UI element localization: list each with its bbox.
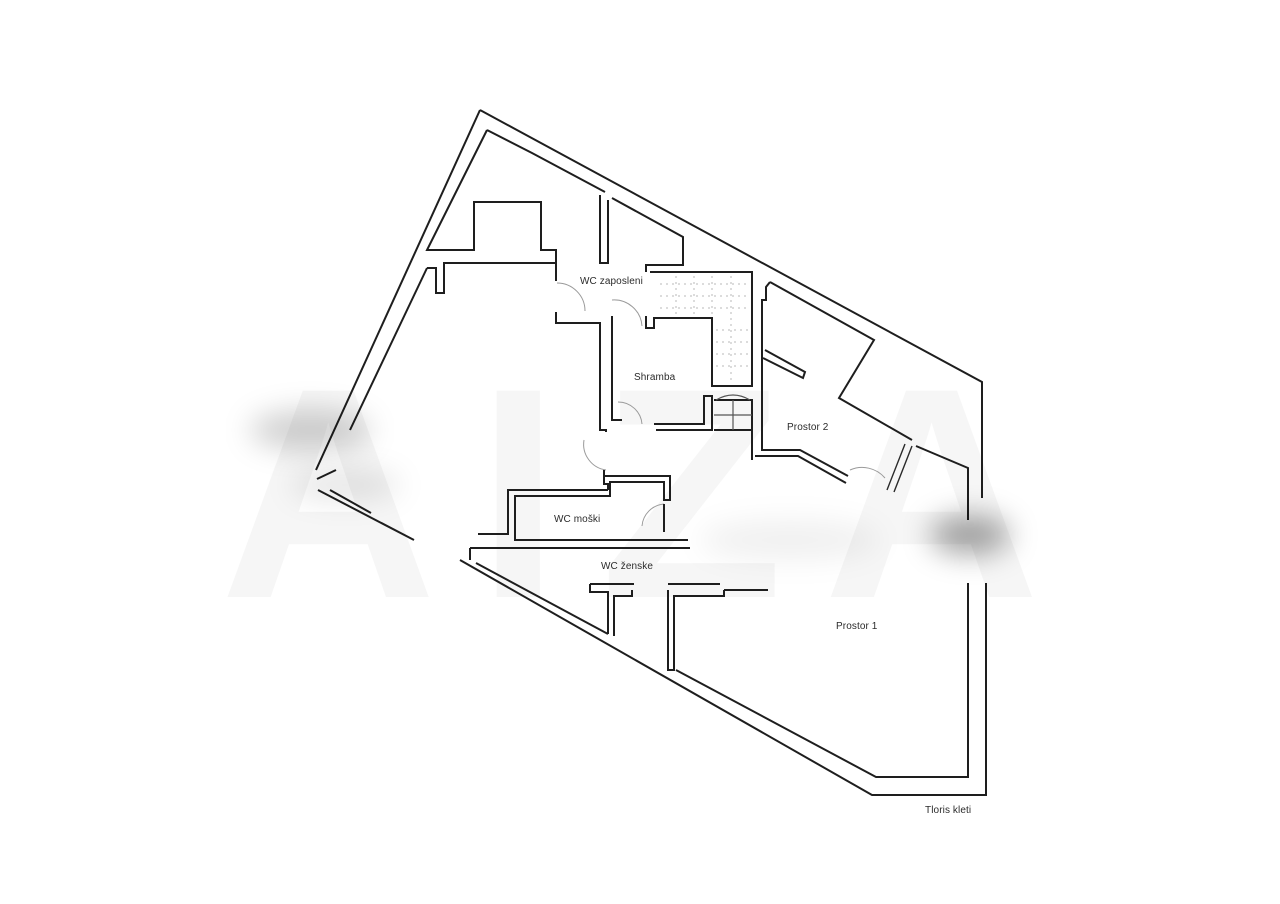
room-label-prostor-1: Prostor 1 xyxy=(836,621,878,632)
wc-moski-walls xyxy=(478,475,688,541)
staircase xyxy=(660,276,753,460)
room-label-shramba: Shramba xyxy=(634,372,676,383)
outer-wall xyxy=(315,109,987,796)
prostor-2-walls xyxy=(755,281,969,500)
corridor xyxy=(583,439,609,490)
room-label-wc-zaposleni: WC zaposleni xyxy=(580,276,643,287)
room-label-wc-zenske: WC ženske xyxy=(601,561,654,572)
room-label-prostor-2: Prostor 2 xyxy=(787,422,829,433)
room-label-wc-moski: WC moški xyxy=(554,514,601,525)
plan-title: Tloris kleti xyxy=(925,805,972,816)
wc-zenske-walls xyxy=(470,547,768,671)
wc-zaposleni-walls xyxy=(555,195,753,432)
